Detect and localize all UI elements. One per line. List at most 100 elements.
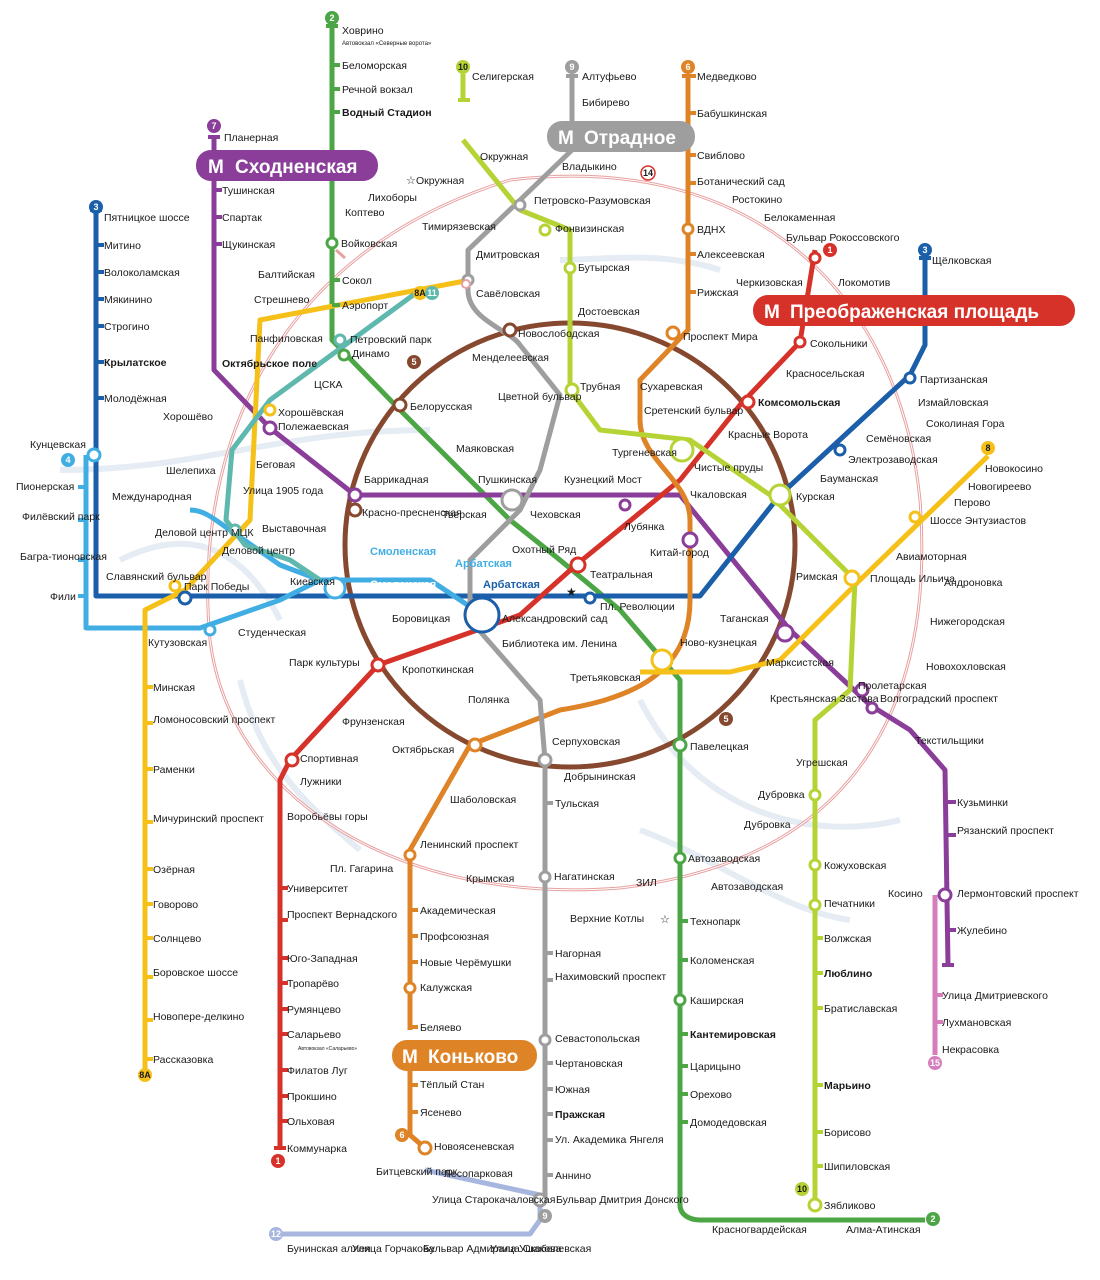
line-badge-4: 4 [61,453,75,467]
svg-text:Сходненская: Сходненская [235,157,357,178]
station-labels: Ховрино Автовокзал «Северные ворота» Бел… [16,25,1079,1255]
svg-text:3: 3 [93,202,98,212]
station-prokshino: Прокшино [287,1091,337,1103]
station-begovaya: Беговая [256,459,295,471]
station-medvedkovo: Медведково [697,71,757,83]
station-bibirevo: Бибирево [582,97,630,109]
station-chkalovskaya: Чкаловская [690,489,747,501]
station-annino: Аннино [555,1170,591,1182]
station-pl-revolyutsii: Пл. Революции [600,601,675,613]
station-yuzhnaya: Южная [555,1084,590,1096]
station-ploshchad-ilyicha: Площадь Ильича [870,573,955,585]
line-badge-5-bottom: 5 [719,712,733,726]
station-bagrationovskaya: Багра-тионовская [20,551,107,563]
station-krymskaya: Крымская [466,873,514,885]
station-fili: Фили [50,591,76,603]
station-nagatinskaya: Нагатинская [554,871,615,883]
station-yugo-zapadnaya: Юго-Западная [287,953,358,965]
station-leninsky: Ленинский проспект [420,839,519,851]
station-zil: ЗИЛ [636,877,657,889]
station-khoroshyovo: Хорошёво [163,411,213,423]
station-novoyasenevskaya: Новоясеневская [434,1141,514,1153]
highlight-skhodnenskaya[interactable]: M Сходненская [196,150,378,181]
station-trubnaya: Трубная [580,381,620,393]
svg-text:2: 2 [329,13,334,23]
station-tretyakovskaya: Третьяковская [570,672,641,684]
line-badge-1-bottom: 1 [271,1154,285,1168]
svg-text:8А: 8А [139,1070,151,1080]
station-vodny: Водный Стадион [342,107,432,119]
station-note-khovrino: Автовокзал «Северные ворота» [342,41,432,47]
line-badge-11: 11 [425,286,439,300]
station-dubrovka-10: Дубровка [758,789,805,801]
station-akademicheskaya: Академическая [420,905,496,917]
svg-text:7: 7 [211,121,216,131]
highlight-otradnoe[interactable]: M Отрадное [547,121,695,152]
station-shelepikha: Шелепиха [166,465,216,477]
svg-text:9: 9 [542,1211,547,1221]
line-badge-3-right: 3 [918,243,932,257]
svg-text:8А: 8А [414,288,426,298]
station-borovskoe: Боровское шоссе [153,967,238,979]
station-slavyansky: Славянский бульвар [106,571,207,583]
station-belokamennaya: Белокаменная [764,212,835,224]
station-volokolamskaya: Волоколамская [104,267,180,279]
station-verkhnie-kotly: Верхние Котлы [570,913,644,925]
station-frunzenskaya: Фрунзенская [342,716,405,728]
line-badge-12: 12 [269,1227,283,1241]
station-domodedovskaya: Домодедовская [690,1117,767,1129]
station-lukhmanovskaya: Лухмановская [942,1017,1011,1029]
svg-text:14: 14 [643,168,653,178]
line-badge-8a-bottom: 8А [138,1068,152,1082]
station-tsvetnoy: Цветной бульвар [498,391,582,403]
station-tekhnopark: Технопарк [690,916,741,928]
svg-text:10: 10 [797,1184,807,1194]
station-petrovsky-park: Петровский парк [350,334,432,346]
station-baumanskaya: Бауманская [820,473,878,485]
station-vorobyovy: Воробьёвы горы [287,811,368,823]
station-lubyanka: Лубянка [624,521,664,533]
line-3 [93,208,928,599]
highlight-preobrazhenskaya[interactable]: M Преображенская площадь [753,295,1075,326]
station-orekhovo: Орехово [690,1089,732,1101]
station-sokolinaya-gora: Соколиная Гора [926,418,1005,430]
svg-text:5: 5 [411,357,416,367]
station-spartak: Спартак [222,212,262,224]
station-likhobory: Лихоборы [368,192,417,204]
metro-logo-icon: M [402,1047,418,1068]
station-oktyabrskoe-pole: Октябрьское поле [222,358,317,370]
station-nekrasovka: Некрасовка [942,1044,999,1056]
station-nizhegorodskaya: Нижегородская [930,616,1005,628]
station-lokomotiv: Локомотив [838,277,891,289]
station-polezhaevskaya: Полежаевская [278,421,349,433]
station-panfilovskaya: Панфиловская [250,333,323,345]
line-badge-10-bottom: 10 [795,1182,809,1196]
station-ugreshskaya: Угрешская [796,757,848,769]
highlight-konkovo[interactable]: M Коньково [392,1040,537,1071]
svg-text:11: 11 [427,288,437,298]
station-ramenki: Раменки [153,764,195,776]
station-cherkizovskaya: Черкизовская [736,277,803,289]
star-icon: ☆ [660,914,670,926]
station-sportivnaya: Спортивная [300,753,358,765]
station-mayakovskaya: Маяковская [456,443,514,455]
station-voykovskaya: Войковская [341,238,397,250]
station-krasnopresnenskaya: Красно-пресненская [362,507,462,519]
station-tushinskaya: Тушинская [222,185,275,197]
station-ushakova: Бульвар Адмирала Ушакова [423,1243,562,1255]
station-maryino: Марьино [824,1080,871,1092]
svg-text:1: 1 [275,1156,280,1166]
station-mitino: Митино [104,240,141,252]
svg-text:Коньково: Коньково [428,1047,518,1068]
line-badge-9-bottom: 9 [538,1209,552,1223]
station-seligerskaya: Селигерская [472,71,534,83]
station-avtozavodskaya: Автозаводская [688,853,760,865]
station-planernaya: Планерная [224,132,278,144]
station-starokachalovskaya: Улица Старокачаловская [432,1194,555,1206]
station-novokhokhlovskaya: Новохохловская [926,661,1006,673]
station-alekseevskaya: Алексеевская [697,249,765,261]
svg-text:10: 10 [458,62,468,72]
station-kuntsevskaya: Кунцевская [30,439,86,451]
station-kitay-gorod: Китай-город [650,547,709,559]
station-koptevo: Коптево [345,207,385,219]
